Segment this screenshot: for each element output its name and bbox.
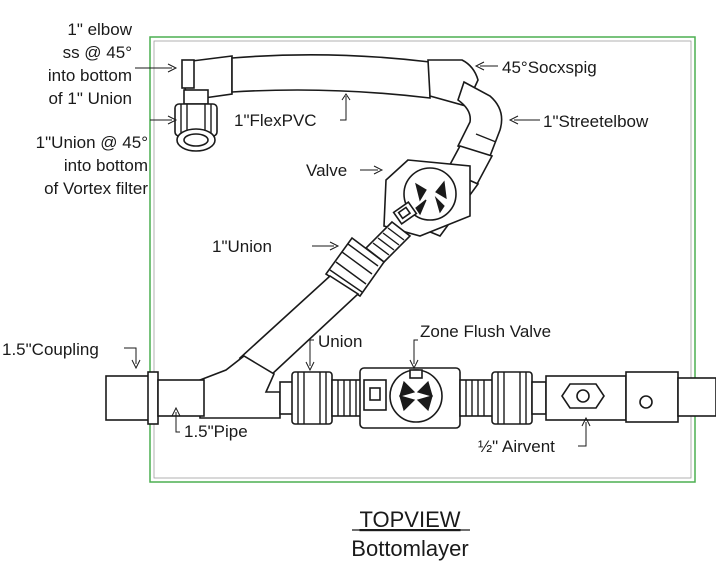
leader-lines	[124, 61, 591, 447]
ribbed-hose-left	[331, 379, 363, 417]
upper-valve	[383, 159, 480, 237]
label-elbow-line1: 1" elbow	[67, 20, 132, 39]
label-zone-flush-valve: Zone Flush Valve	[420, 322, 551, 341]
label-elbow-line2: ss @ 45°	[63, 43, 132, 62]
label-flexpvc: 1"FlexPVC	[234, 111, 317, 130]
ribbed-hose-right	[459, 379, 495, 417]
union-bottom-right	[491, 371, 547, 425]
outlet-pipe	[625, 371, 716, 423]
diagonal-pipe	[238, 274, 360, 377]
label-union45-line1: 1"Union @ 45°	[36, 133, 148, 152]
label-pipe: 1.5"Pipe	[184, 422, 248, 441]
pipe-1-5	[157, 379, 205, 417]
wye-fitting	[199, 355, 281, 419]
union-45-fitting	[174, 89, 218, 152]
coupling-1-5-fitting	[105, 371, 159, 425]
label-socxspig: 45°Socxspig	[502, 58, 597, 77]
label-union45-line3: of Vortex filter	[44, 179, 148, 198]
flex-pvc-pipe	[231, 54, 431, 99]
street-elbow-fitting	[456, 80, 503, 157]
airvent-tee	[545, 375, 627, 421]
union-1in-fitting	[324, 236, 386, 298]
label-airvent: ½" Airvent	[478, 437, 555, 456]
label-union45-line2: into bottom	[64, 156, 148, 175]
elbow-fitting	[181, 55, 233, 100]
label-streetelbow: 1"Streetelbow	[543, 112, 649, 131]
label-valve: Valve	[306, 161, 347, 180]
label-union: Union	[318, 332, 362, 351]
label-union-1in: 1"Union	[212, 237, 272, 256]
caption-subtitle: Bottomlayer	[351, 536, 468, 561]
filter-box-outline	[149, 36, 696, 483]
zone-flush-valve	[359, 367, 461, 429]
diagram-caption: TOPVIEW Bottomlayer	[351, 507, 470, 561]
part-labels: 1" elbow ss @ 45° into bottom of 1" Unio…	[2, 20, 649, 456]
label-coupling: 1.5"Coupling	[2, 340, 99, 359]
label-elbow-line3: into bottom	[48, 66, 132, 85]
union-bottom-left	[279, 371, 333, 425]
caption-title: TOPVIEW	[359, 507, 460, 532]
label-elbow-line4: of 1" Union	[48, 89, 132, 108]
